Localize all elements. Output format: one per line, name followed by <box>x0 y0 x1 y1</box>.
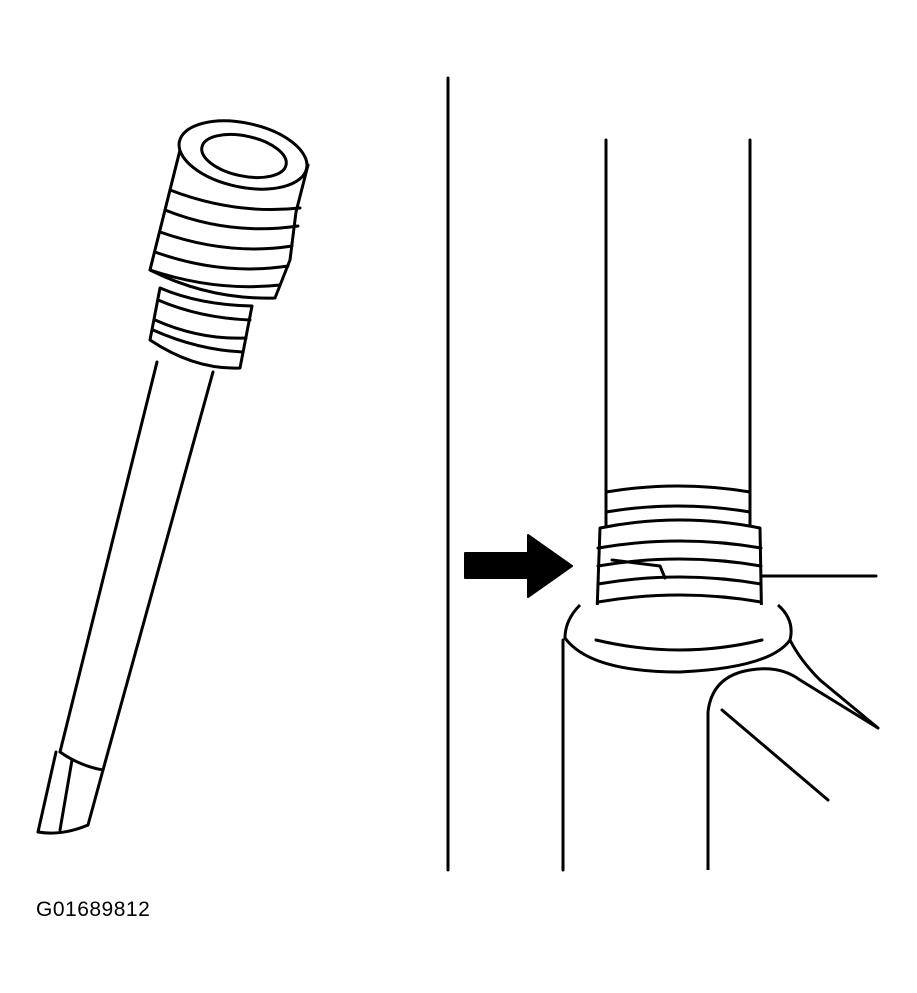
arrow-right-icon <box>464 534 573 598</box>
tube-tool-icon <box>36 119 310 835</box>
figure-id-label: G01689812 <box>36 898 151 921</box>
fitting-assembly <box>446 76 880 872</box>
